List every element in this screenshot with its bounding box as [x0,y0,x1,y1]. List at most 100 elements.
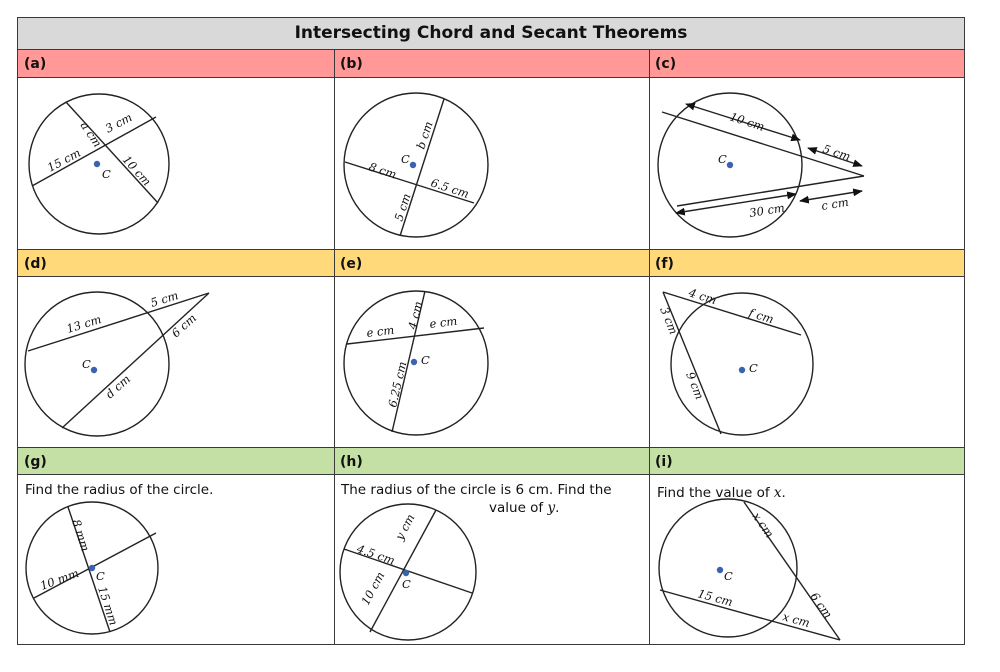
chord [346,327,485,345]
panel-h-prompt-line1: The radius of the circle is 6 cm. Find t… [341,482,612,498]
length-arrow [799,188,863,204]
panel-e-header: (e) [334,249,649,277]
panel-d-diagram: C 13 cm 5 cm 6 cm d cm [24,288,210,437]
length-arrow [807,147,863,167]
chord [369,509,437,633]
center-label: C [749,361,758,375]
panel-d-label: 6 cm [169,311,199,340]
chord [399,98,445,237]
theorem-worksheet: Intersecting Chord and Secant Theorems (… [17,17,965,645]
panel-h-prompt-variable: y [547,500,556,516]
center-label: C [102,167,111,181]
secant [743,501,841,641]
secant [659,589,841,641]
center-dot [88,564,96,572]
center-dot [93,160,101,168]
center-dot [90,366,98,374]
circle [657,92,803,238]
center-label: C [402,577,411,591]
center-label: C [96,569,105,583]
circle [28,93,170,235]
grid-divider [649,50,650,644]
panel-i-label: x cm [781,609,811,630]
secant [662,291,802,336]
panel-h-prompt-text: value of [489,500,544,516]
panel-a-header: (a) [18,50,334,78]
center-dot [726,161,734,169]
panel-c-label: 10 cm [728,110,766,134]
panel-e-label: 4 cm [405,300,425,332]
circle [658,498,798,638]
panel-c-label: 5 cm [821,142,852,164]
length-arrow [685,102,801,142]
circle [25,501,159,635]
panel-a-label: a cm [78,119,105,150]
panel-h-header: (h) [334,447,649,475]
panel-c-label: c cm [820,195,849,213]
circle [343,290,489,436]
panel-h-diagram: C y cm 4.5 cm 10 cm [339,503,477,641]
panel-c-header: (c) [649,50,964,78]
center-dot [716,566,724,574]
worksheet-title: Intersecting Chord and Secant Theorems [18,18,964,50]
center-label: C [401,152,410,166]
panel-a-label: 15 cm [45,146,83,175]
circle [24,291,170,437]
chord [67,506,111,633]
panel-e-label: e cm [366,323,395,340]
circle [670,292,814,436]
center-label: C [724,569,733,583]
panel-f-diagram: C 4 cm f cm 3 cm 9 cm [657,285,814,436]
panel-g-diagram: C 8 mm 10 mm 15 mm [25,501,159,635]
panel-g-label: 8 mm [69,518,92,554]
panel-f-header: (f) [649,249,964,277]
panel-i-label: x cm [750,510,777,541]
secant [27,292,210,352]
panel-a-label: 10 cm [120,153,154,189]
panel-f-label: 9 cm [683,370,707,402]
panel-d-header: (d) [18,249,334,277]
panel-b-label: 8 cm [367,160,398,182]
chord [33,532,157,599]
chord [344,161,475,204]
panel-h-label: y cm [392,511,418,543]
panel-b-label: 6.5 cm [429,176,471,201]
center-label: C [421,353,430,367]
panel-h-prompt-line2: value of y. [341,499,641,517]
panel-i-diagram: C x cm 6 cm 15 cm x cm [658,498,841,641]
panel-b-header: (b) [334,50,649,78]
panel-f-label: 3 cm [657,305,681,337]
chord [65,101,159,204]
circle [343,92,489,238]
panel-i-header: (i) [649,447,964,475]
panel-i-prompt-variable: x [773,485,782,501]
panel-i-prompt: Find the value of x. [657,484,786,502]
chord [31,116,157,187]
circle [339,503,477,641]
panel-h-label: 10 cm [358,569,387,607]
panel-h-prompt-period: . [555,500,560,516]
length-arrow [675,191,797,216]
secant [61,292,210,429]
panel-g-prompt: Find the radius of the circle. [25,482,214,498]
panel-i-prompt-period: . [781,485,786,501]
panel-a-diagram: C a cm 3 cm 15 cm 10 cm [28,93,170,235]
center-label: C [82,357,91,371]
panel-c-label: 30 cm [748,201,785,220]
panel-i-label: 6 cm [808,590,836,621]
panel-b-diagram: C b cm 8 cm 6.5 cm 5 cm [343,92,489,238]
center-dot [410,358,418,366]
chord [391,290,426,433]
panel-g-label: 15 mm [95,585,121,628]
center-dot [402,569,410,577]
panel-d-label: 13 cm [65,312,103,336]
center-label: C [718,152,727,166]
panel-e-label: 6.25 cm [385,360,409,409]
panel-b-label: 5 cm [392,192,414,223]
panel-h-prompt: The radius of the circle is 6 cm. Find t… [341,481,641,517]
grid-divider [334,50,335,644]
center-dot [409,161,417,169]
panel-d-label: d cm [103,372,134,401]
panel-g-header: (g) [18,447,334,475]
